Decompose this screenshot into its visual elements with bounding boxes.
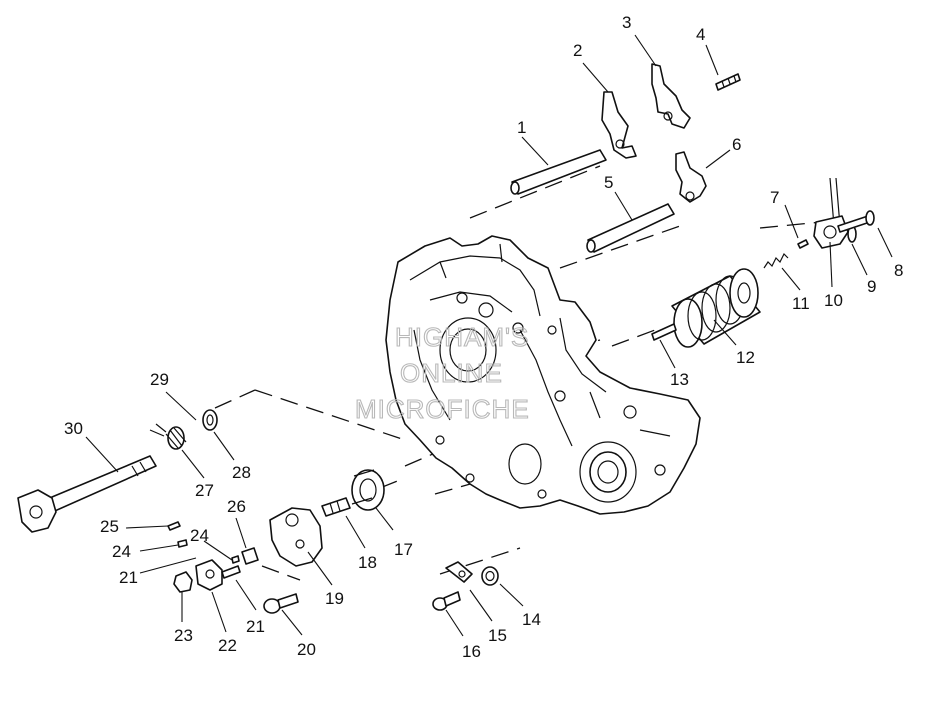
part-17-seal bbox=[351, 469, 385, 511]
callout-24-left: 24 bbox=[112, 542, 131, 561]
part-19-shift-plate bbox=[269, 507, 323, 567]
part-13-shaft bbox=[651, 323, 677, 341]
part-27-spring bbox=[149, 423, 187, 450]
part-2-shift-fork bbox=[601, 91, 637, 159]
callout-16: 16 bbox=[462, 642, 481, 661]
part-5-shift-rail bbox=[586, 203, 675, 253]
callout-15: 15 bbox=[488, 626, 507, 645]
callout-10: 10 bbox=[824, 291, 843, 310]
callout-24-right: 24 bbox=[190, 526, 209, 545]
callout-28: 28 bbox=[232, 463, 251, 482]
callout-2: 2 bbox=[573, 41, 582, 60]
callout-13: 13 bbox=[670, 370, 689, 389]
part-1-shift-rail bbox=[510, 149, 607, 195]
part-23-nut bbox=[173, 571, 193, 593]
part-24-25-pins bbox=[167, 521, 240, 564]
callout-25: 25 bbox=[100, 517, 119, 536]
callout-30: 30 bbox=[64, 419, 83, 438]
callout-1: 1 bbox=[517, 118, 526, 137]
part-8-bolt bbox=[837, 210, 875, 233]
part-7-pin bbox=[797, 239, 809, 249]
callout-17: 17 bbox=[394, 540, 413, 559]
part-4-pin bbox=[715, 73, 741, 91]
callout-20: 20 bbox=[297, 640, 316, 659]
watermark-line-1: HIGHAM'S bbox=[395, 322, 529, 352]
watermark: HIGHAM'S ONLINE MICROFICHE bbox=[354, 321, 530, 424]
crankcase bbox=[385, 235, 701, 515]
callout-29: 29 bbox=[150, 370, 169, 389]
part-3-shift-fork bbox=[651, 63, 691, 129]
callout-6: 6 bbox=[732, 135, 741, 154]
callout-21-right: 21 bbox=[246, 617, 265, 636]
callout-26: 26 bbox=[227, 497, 246, 516]
part-18-bolt bbox=[321, 497, 351, 517]
part-22-shift-arm bbox=[195, 559, 241, 591]
callout-14: 14 bbox=[522, 610, 541, 629]
part-14-15-16-fasteners bbox=[432, 561, 499, 611]
part-26-roller bbox=[241, 547, 259, 565]
part-28-29-washers bbox=[202, 409, 218, 431]
part-12-shift-drum bbox=[671, 268, 761, 348]
callout-3: 3 bbox=[622, 13, 631, 32]
callout-5: 5 bbox=[604, 173, 613, 192]
part-11-spring bbox=[763, 252, 789, 269]
callout-23: 23 bbox=[174, 626, 193, 645]
callout-18: 18 bbox=[358, 553, 377, 572]
part-6-shift-fork bbox=[675, 151, 707, 203]
callout-19: 19 bbox=[325, 589, 344, 608]
callout-21-left: 21 bbox=[119, 568, 138, 587]
callout-11: 11 bbox=[792, 294, 810, 313]
callout-12: 12 bbox=[736, 348, 755, 367]
part-30-shift-shaft bbox=[17, 455, 157, 533]
callout-labels: 1 2 3 4 5 6 7 8 9 10 11 12 13 14 15 16 1… bbox=[64, 13, 903, 661]
part-20-bolt bbox=[263, 593, 299, 614]
callout-27: 27 bbox=[195, 481, 214, 500]
callout-7: 7 bbox=[770, 188, 779, 207]
part-9-10-detent-assembly bbox=[813, 177, 857, 249]
watermark-line-3: MICROFICHE bbox=[355, 394, 530, 424]
callout-4: 4 bbox=[696, 25, 705, 44]
callout-9: 9 bbox=[867, 277, 876, 296]
callout-22: 22 bbox=[218, 636, 237, 655]
callout-8: 8 bbox=[894, 261, 903, 280]
leader-lines bbox=[85, 34, 893, 637]
watermark-line-2: ONLINE bbox=[400, 358, 503, 388]
